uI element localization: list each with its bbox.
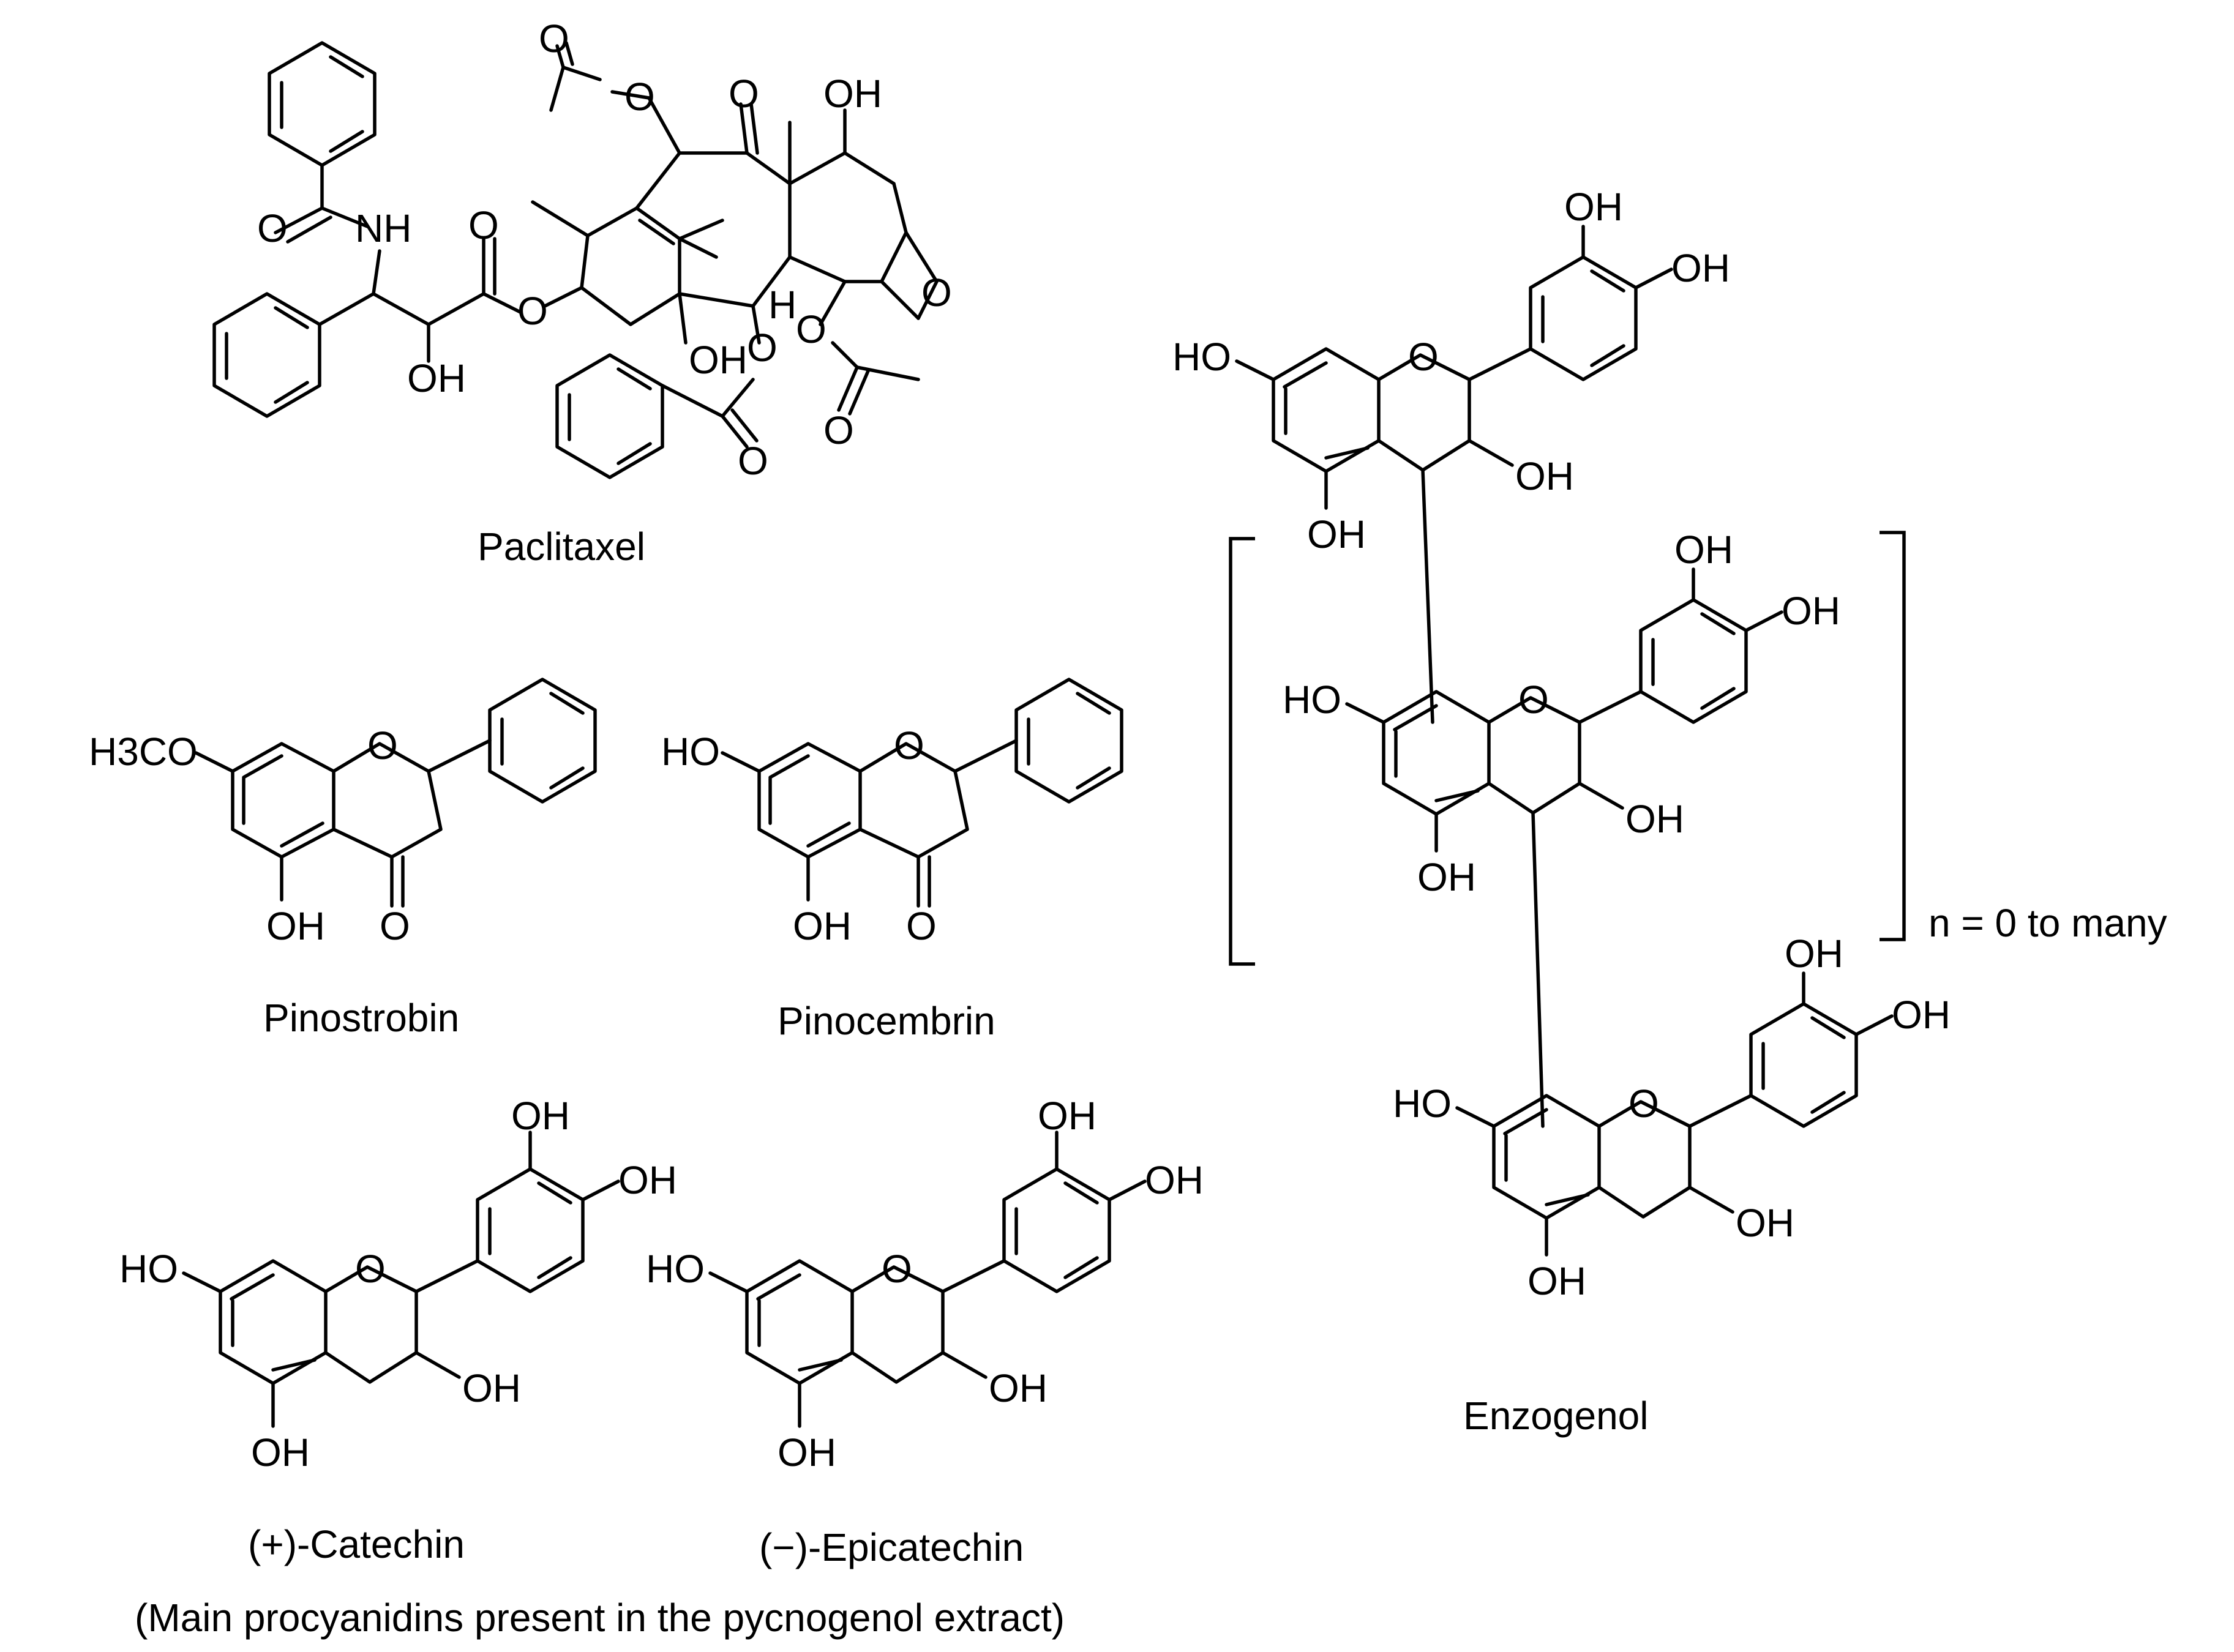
procyanidin-caption: (Main procyanidins present in the pycnog… bbox=[135, 1596, 1065, 1640]
paclitaxel-o-8: O bbox=[747, 326, 778, 370]
pinocembrin-ho: HO bbox=[661, 730, 720, 774]
epicatechin-label: (−)-Epicatechin bbox=[759, 1525, 1024, 1569]
catechin-structure: HO O OH OH OH OH (+)-Catechin bbox=[119, 1094, 677, 1566]
enzogenol-top-o-ring: O bbox=[1408, 335, 1439, 379]
enzogenol-bot-oh-3p: OH bbox=[1785, 932, 1843, 976]
epicatechin-ho-7: HO bbox=[646, 1247, 705, 1291]
catechin-label: (+)-Catechin bbox=[248, 1522, 465, 1566]
enzogenol-mid-oh-3: OH bbox=[1625, 797, 1684, 841]
epicatechin-oh-4p: OH bbox=[1145, 1158, 1204, 1202]
pinocembrin-label: Pinocembrin bbox=[778, 999, 995, 1043]
repeat-count-label: n = 0 to many bbox=[1929, 901, 2167, 945]
enzogenol-mid-oh-4p: OH bbox=[1782, 589, 1840, 633]
epicatechin-oh-3p: OH bbox=[1038, 1094, 1096, 1138]
catechin-o-ring: O bbox=[355, 1247, 386, 1291]
enzogenol-mid-oh-5: OH bbox=[1417, 855, 1476, 899]
enzogenol-bot-oh-3: OH bbox=[1736, 1201, 1794, 1245]
enzogenol-structure: HO O OH OH OH OH HO O OH OH OH OH n = 0 … bbox=[1172, 185, 2167, 1438]
paclitaxel-o-1: O bbox=[257, 206, 288, 250]
enzogenol-mid-ho: HO bbox=[1283, 678, 1341, 722]
paclitaxel-label: Paclitaxel bbox=[478, 525, 645, 569]
pinocembrin-oh: OH bbox=[793, 904, 852, 948]
epicatechin-oh-5: OH bbox=[778, 1430, 836, 1474]
pinostrobin-o-keto: O bbox=[380, 904, 410, 948]
pinostrobin-label: Pinostrobin bbox=[263, 996, 459, 1040]
epicatechin-o-ring: O bbox=[882, 1247, 912, 1291]
pinostrobin-oh: OH bbox=[266, 904, 325, 948]
paclitaxel-o-4: O bbox=[539, 17, 569, 61]
enzogenol-bot-ho: HO bbox=[1393, 1082, 1452, 1126]
paclitaxel-o-5: O bbox=[624, 75, 655, 119]
paclitaxel-oh-2: OH bbox=[823, 72, 882, 116]
enzogenol-top-ho: HO bbox=[1172, 335, 1231, 379]
enzogenol-mid-o-ring: O bbox=[1518, 678, 1549, 722]
pinocembrin-structure: HO O OH O Pinocembrin bbox=[661, 679, 1122, 1043]
paclitaxel-o-11: O bbox=[738, 439, 768, 483]
epicatechin-structure: HO O OH OH OH OH (−)-Epicatechin bbox=[646, 1094, 1204, 1569]
catechin-ho-7: HO bbox=[119, 1247, 178, 1291]
catechin-oh-5: OH bbox=[251, 1430, 310, 1474]
enzogenol-bot-o-ring: O bbox=[1629, 1082, 1659, 1126]
paclitaxel-nh: NH bbox=[355, 206, 411, 250]
paclitaxel-oh-1: OH bbox=[407, 356, 466, 400]
pinocembrin-o-keto: O bbox=[906, 904, 937, 948]
paclitaxel-oh-3: OH bbox=[689, 338, 748, 382]
paclitaxel-o-3: O bbox=[517, 289, 548, 333]
epicatechin-oh-3: OH bbox=[989, 1366, 1048, 1410]
pinostrobin-o-ring: O bbox=[367, 723, 398, 768]
pinostrobin-h3co: H3CO bbox=[89, 730, 198, 774]
enzogenol-top-oh-5: OH bbox=[1307, 512, 1366, 556]
enzogenol-label: Enzogenol bbox=[1463, 1394, 1648, 1438]
catechin-oh-3: OH bbox=[462, 1366, 521, 1410]
enzogenol-mid-oh-3p: OH bbox=[1674, 528, 1733, 572]
catechin-oh-4p: OH bbox=[618, 1158, 677, 1202]
paclitaxel-o-10: O bbox=[823, 408, 854, 452]
paclitaxel-structure: O NH O OH O O O O OH O OH H O O O O Pacl… bbox=[214, 17, 952, 569]
paclitaxel-o-2: O bbox=[468, 203, 499, 247]
enzogenol-top-oh-3: OH bbox=[1515, 454, 1574, 498]
pinostrobin-structure: H3CO O OH O Pinostrobin bbox=[89, 679, 595, 1040]
paclitaxel-h: H bbox=[768, 283, 797, 327]
enzogenol-top-oh-4p: OH bbox=[1671, 246, 1730, 290]
repeat-bracket-right bbox=[1880, 531, 1906, 941]
enzogenol-bot-oh-5: OH bbox=[1527, 1259, 1586, 1303]
paclitaxel-o-9: O bbox=[796, 307, 827, 351]
enzogenol-bot-oh-4p: OH bbox=[1892, 993, 1951, 1037]
enzogenol-top-oh-3p: OH bbox=[1564, 185, 1623, 229]
catechin-oh-3p: OH bbox=[511, 1094, 570, 1138]
paclitaxel-o-7: O bbox=[921, 271, 952, 315]
repeat-bracket-left bbox=[1229, 537, 1255, 966]
paclitaxel-o-6: O bbox=[729, 72, 759, 116]
pinocembrin-o-ring: O bbox=[894, 723, 924, 768]
